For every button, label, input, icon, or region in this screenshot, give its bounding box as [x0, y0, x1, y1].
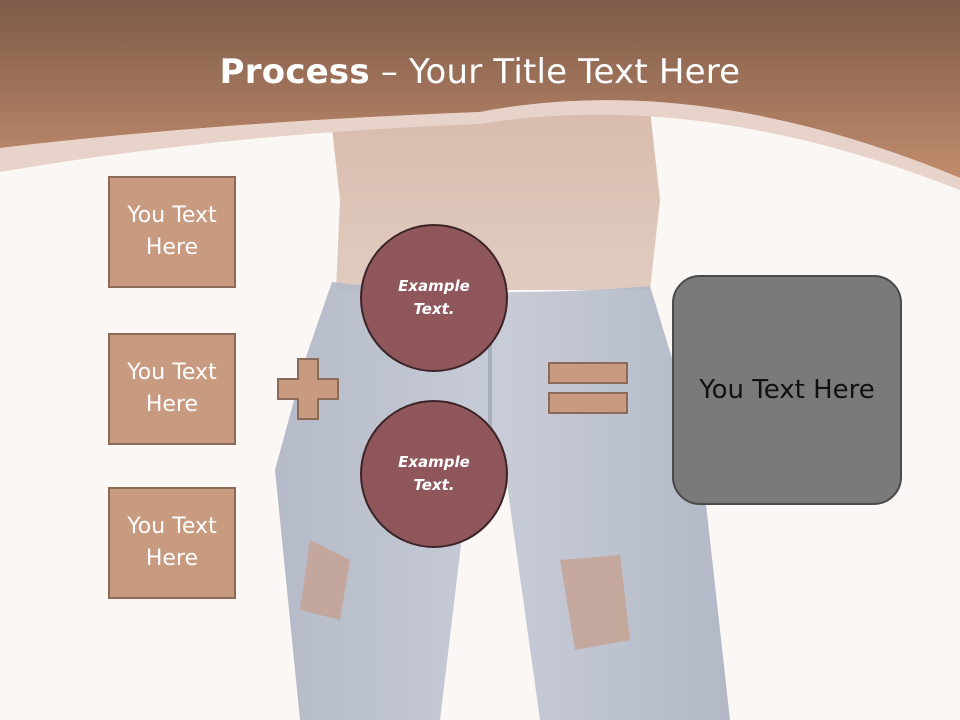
slide-title: Process – Your Title Text Here — [0, 52, 960, 92]
title-bold: Process — [219, 52, 370, 92]
result-box: You Text Here — [672, 275, 902, 505]
title-separator: – — [369, 52, 410, 92]
text-box-1: You Text Here — [108, 176, 236, 288]
text-box-2: You Text Here — [108, 333, 236, 445]
header-band — [0, 0, 960, 190]
plus-icon — [277, 358, 339, 420]
text-box-3: You Text Here — [108, 487, 236, 599]
equals-icon — [548, 362, 628, 414]
example-circle-1: Example Text. — [360, 224, 508, 372]
title-rest: Your Title Text Here — [409, 52, 741, 92]
example-circle-2: Example Text. — [360, 400, 508, 548]
